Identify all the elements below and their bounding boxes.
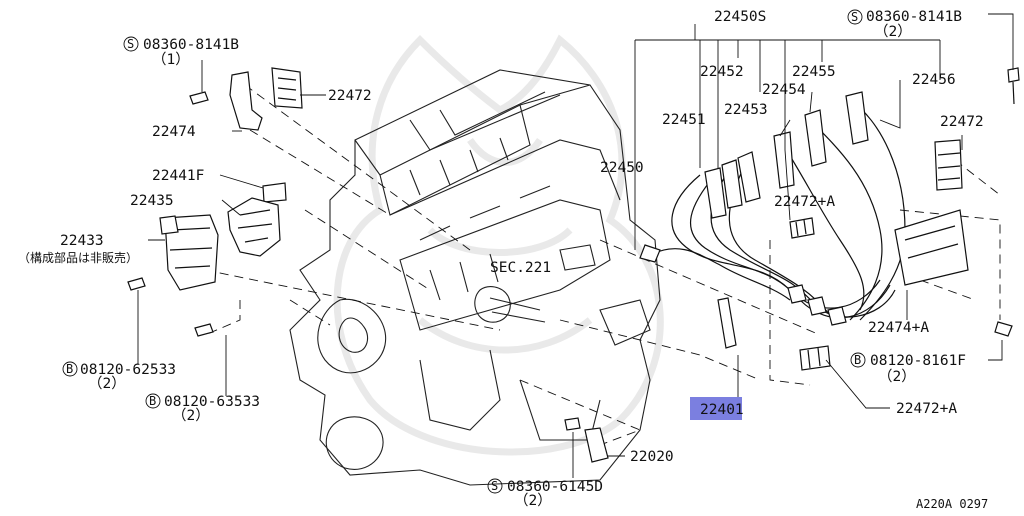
label-bolt-6145D-qty: （2） [514,492,552,509]
prefix-s-3: S [491,479,498,493]
label-bolt-left-top: 08360-8141B [143,37,239,53]
prefix-s-2: S [851,10,858,24]
label-bolt-6145D: 08360-6145D [507,479,603,495]
prefix-s-1: S [127,37,134,51]
watermark-crest [333,34,664,456]
part-labels: 08360-8141B （1） 22472 22474 22441F 22435… [18,9,988,511]
label-22472A-low: 22472+A [896,401,957,417]
label-22452: 22452 [700,64,744,80]
label-22453: 22453 [724,102,768,118]
spark-plug-wires [564,67,1020,463]
engine-block [289,69,661,486]
leader-lines [137,13,1014,478]
label-22474: 22474 [152,124,196,140]
prefix-marks: S S B B B S [62,9,866,494]
label-22020: 22020 [630,449,674,465]
label-22450: 22450 [600,160,644,176]
highlight-22401 [690,397,742,420]
label-22474A: 22474+A [868,320,929,336]
label-22435: 22435 [130,193,174,209]
assembly-dashed-lines [204,84,1001,446]
label-22450S: 22450S [714,9,766,25]
label-22441F: 22441F [152,168,204,184]
label-bolt-right-top-qty: （2） [874,23,912,40]
label-bolt-62533-qty: （2） [88,375,126,392]
label-22472-left: 22472 [328,88,372,104]
label-22454: 22454 [762,82,806,98]
label-sec-221: SEC.221 [490,260,551,276]
label-22472-right: 22472 [940,114,984,130]
prefix-b-3: B [854,353,861,367]
left-coil-bracket [127,67,303,337]
label-bolt-62533: 08120-62533 [80,362,176,378]
label-22456: 22456 [912,72,956,88]
label-bolt-right-top: 08360-8141B [866,9,962,25]
label-22433: 22433 [60,233,104,249]
label-22401: 22401 [700,402,744,418]
label-22433-note: （構成部品は非販売） [18,250,138,265]
prefix-b-2: B [149,394,156,408]
label-22451: 22451 [662,112,706,128]
figure-code: A220A 0297 [916,497,988,511]
label-22472A-mid: 22472+A [774,194,835,210]
label-bolt-left-top-qty: （1） [152,51,190,68]
label-22455: 22455 [792,64,836,80]
label-bolt-63533: 08120-63533 [164,394,260,410]
prefix-b-1: B [66,362,73,376]
label-bolt-8161F: 08120-8161F [870,353,966,369]
label-bolt-63533-qty: （2） [172,407,210,424]
label-bolt-8161F-qty: （2） [878,368,916,385]
